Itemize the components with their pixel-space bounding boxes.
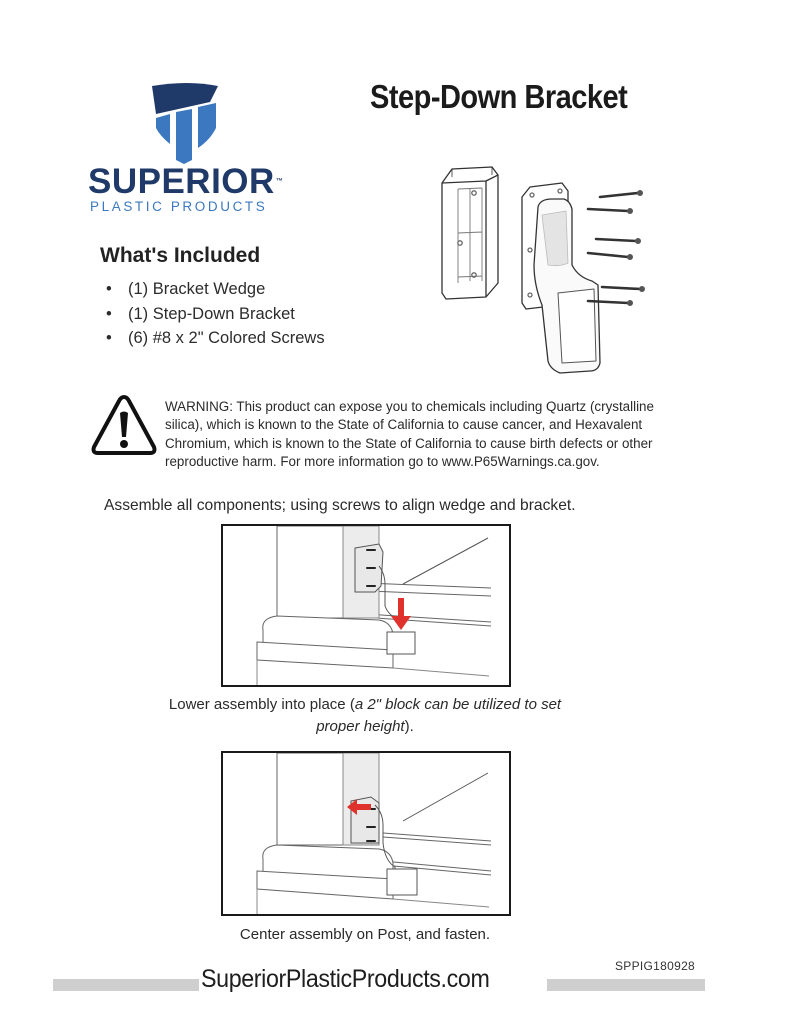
footer-bar-left: [53, 979, 199, 991]
left-arrow-icon: [347, 799, 371, 815]
step-3-caption: Center assembly on Post, and fasten.: [239, 926, 491, 943]
shield-logo-icon: [152, 83, 218, 164]
step-2-caption: Lower assembly into place (a 2" block ca…: [168, 696, 562, 735]
figure-center-and-fasten: [221, 751, 511, 916]
document-code: SPPIG180928: [615, 959, 696, 973]
step-down-bracket-icon: [521, 182, 601, 374]
down-arrow-icon: [391, 598, 411, 630]
included-list: •(1) Bracket Wedge •(1) Step-Down Bracke…: [106, 277, 325, 351]
list-item: •(6) #8 x 2" Colored Screws: [106, 329, 325, 347]
included-heading: What's Included: [100, 244, 261, 267]
page-title: Step-Down Bracket: [370, 78, 628, 115]
warning-triangle-icon: [91, 395, 157, 455]
website-link[interactable]: SuperiorPlasticProducts.com: [201, 965, 490, 993]
footer-bar-right: [547, 979, 705, 991]
screws-icon: [586, 190, 645, 306]
logo-subtitle: PLASTIC PRODUCTS: [90, 199, 268, 214]
prop65-warning-text: WARNING: This product can expose you to …: [165, 399, 654, 470]
bracket-wedge-icon: [441, 166, 499, 300]
company-logo: SUPERIOR™ PLASTIC PRODUCTS: [88, 82, 288, 217]
logo-wordmark: SUPERIOR™: [88, 162, 284, 201]
list-item: •(1) Step-Down Bracket: [106, 304, 295, 323]
list-item: •(1) Bracket Wedge: [106, 280, 266, 298]
step-1-instruction: Assemble all components; using screws to…: [104, 497, 576, 514]
figure-lower-assembly: [221, 524, 511, 687]
parts-illustration: [441, 166, 645, 374]
